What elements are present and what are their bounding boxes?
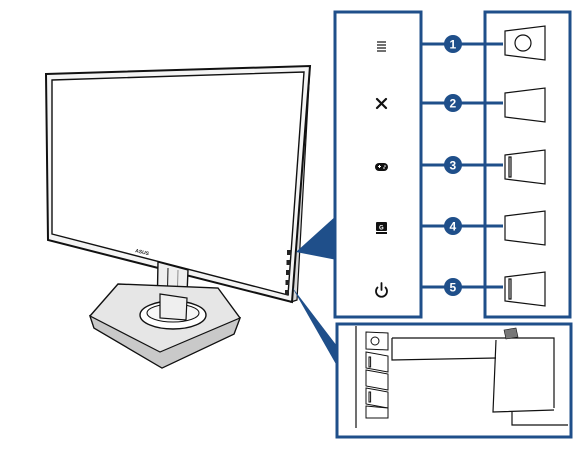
button-5-power[interactable] — [504, 271, 546, 307]
svg-text:4: 4 — [450, 220, 457, 234]
close-icon — [375, 97, 388, 110]
monitor-screen — [51, 71, 305, 296]
gamepad-icon — [375, 163, 388, 171]
callout-badge-1: 1 — [444, 35, 462, 53]
physical-buttons — [504, 25, 546, 307]
svg-text:3: 3 — [450, 159, 457, 173]
callout-badge-2: 2 — [444, 94, 462, 112]
monitor-side-buttons — [285, 250, 291, 295]
stand-neck-lower — [159, 293, 188, 321]
detail-side-buttons — [365, 331, 389, 419]
detail-monitor-rear — [355, 326, 568, 428]
svg-text:2: 2 — [450, 97, 457, 111]
callout-badge-3: 3 — [444, 156, 462, 174]
gameplus-glyph: G — [379, 226, 384, 232]
svg-text:5: 5 — [450, 281, 457, 295]
callout-wedge-lower — [292, 287, 337, 366]
svg-text:1: 1 — [450, 38, 457, 52]
callout-badges: 1 2 3 4 5 — [444, 35, 462, 296]
button-4-gameplus[interactable] — [504, 210, 546, 246]
callout-wedge-upper — [296, 215, 337, 260]
monitor-illustration: ASUS — [44, 64, 312, 369]
menu-icon — [377, 41, 386, 52]
stand-base-front — [88, 314, 242, 369]
monitor-brand-label: ASUS — [135, 248, 151, 257]
callout-badge-5: 5 — [444, 278, 462, 296]
button-1-menu[interactable] — [504, 25, 546, 61]
gameplus-icon: G — [376, 222, 387, 234]
button-3-gamevisual[interactable] — [504, 149, 546, 185]
callout-badge-4: 4 — [444, 217, 462, 235]
power-icon — [375, 282, 388, 298]
button-2-close[interactable] — [504, 87, 546, 123]
